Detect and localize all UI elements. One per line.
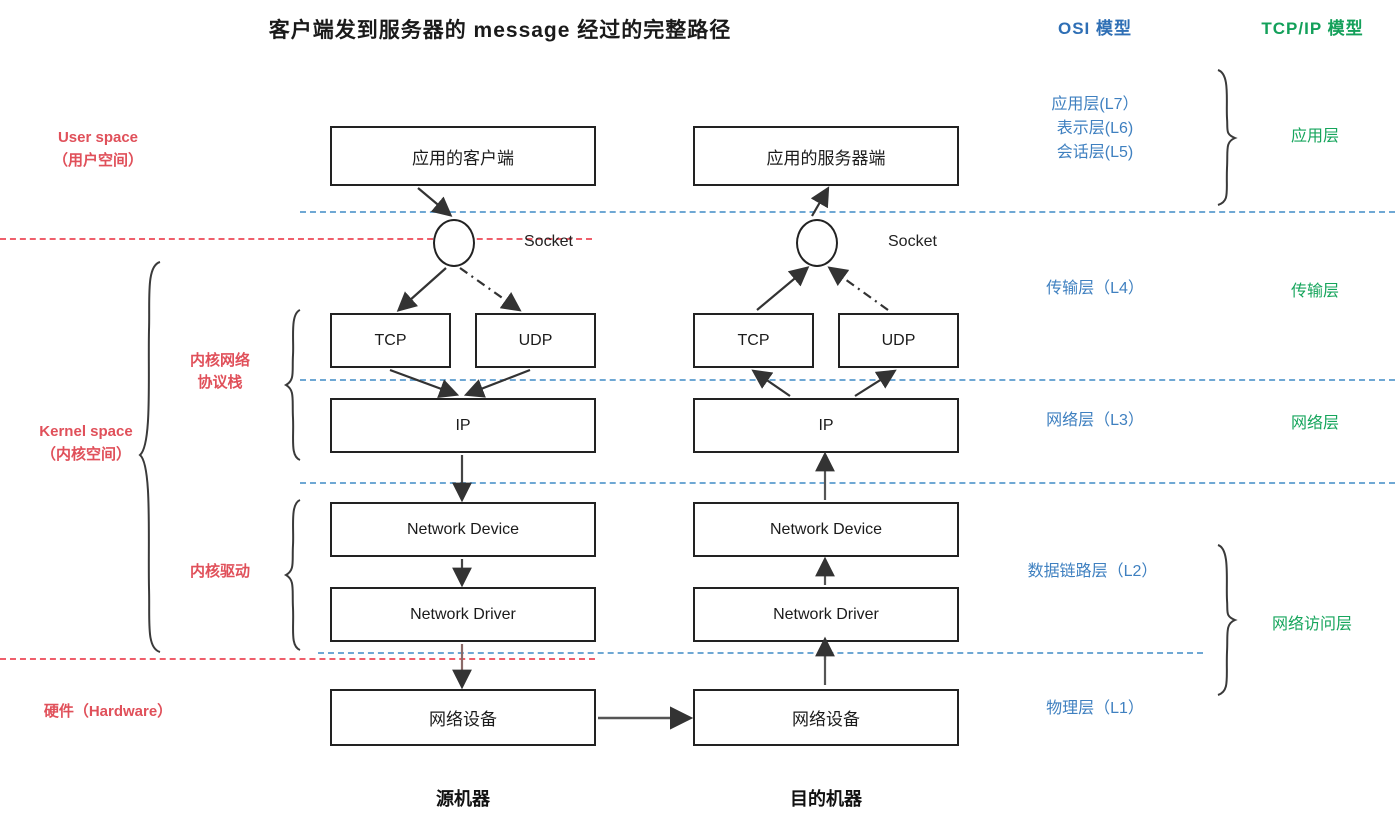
kernel-protocol-stack-line1: 内核网络: [189, 352, 250, 369]
arrow-src-tcp-to-ip: [389, 368, 460, 398]
osi-layer-l4: 传输层（L4）: [1046, 280, 1144, 297]
tcpip-model-header: TCP/IP 模型: [1261, 19, 1364, 38]
source-socket-label: Socket: [524, 233, 573, 250]
separator-network-datalink: [300, 482, 1395, 484]
source-udp-box[interactable]: UDP: [475, 313, 596, 368]
separator-user-kernel-blue: [300, 211, 1395, 213]
separator-user-kernel-red: [0, 238, 592, 240]
dest-network-device-box[interactable]: Network Device: [693, 502, 959, 557]
tcpip-layer-transport: 传输层: [1290, 283, 1339, 300]
tcpip-layer-internet: 网络层: [1290, 415, 1339, 432]
dest-tcp-box[interactable]: TCP: [693, 313, 814, 368]
dest-machine-caption: 目的机器: [790, 789, 862, 809]
user-space-label-en: User space: [57, 129, 139, 146]
source-hardware-device-box[interactable]: 网络设备: [330, 689, 596, 746]
arrow-src-socket-to-tcp: [396, 267, 447, 312]
dest-network-driver-box[interactable]: Network Driver: [693, 587, 959, 642]
page-title: 客户端发到服务器的 message 经过的完整路径: [268, 19, 732, 42]
source-ip-box[interactable]: IP: [330, 398, 596, 453]
separator-datalink-physical: [318, 652, 1203, 654]
tcpip-layer-application: 应用层: [1290, 128, 1339, 145]
dest-hardware-device-box[interactable]: 网络设备: [693, 689, 959, 746]
osi-layer-l2: 数据链路层（L2）: [1027, 563, 1158, 580]
arrow-src-socket-to-udp: [459, 267, 522, 312]
kernel-space-label: Kernel space （内核空间）: [6, 420, 166, 467]
source-tcp-box[interactable]: TCP: [330, 313, 451, 368]
brace-tcpip-application: [1217, 69, 1238, 206]
kernel-space-label-en: Kernel space: [39, 423, 133, 440]
tcpip-layer-network-access: 网络访问层: [1271, 616, 1352, 633]
source-network-device-box[interactable]: Network Device: [330, 502, 596, 557]
osi-layer-l1: 物理层（L1）: [1046, 700, 1144, 717]
user-space-label-cn: （用户空间）: [52, 152, 143, 170]
source-socket-circle[interactable]: [433, 219, 475, 267]
kernel-protocol-stack-line2: 协议栈: [197, 373, 243, 391]
source-machine-caption: 源机器: [436, 789, 490, 809]
source-network-driver-box[interactable]: Network Driver: [330, 587, 596, 642]
arrow-dest-tcp-to-socket: [756, 266, 810, 311]
osi-layer-l5: 会话层(L5): [1056, 144, 1134, 161]
dest-udp-box[interactable]: UDP: [838, 313, 959, 368]
dest-ip-box[interactable]: IP: [693, 398, 959, 453]
kernel-space-label-cn: （内核空间）: [40, 446, 131, 464]
osi-layer-l7: 应用层(L7）: [1051, 96, 1139, 113]
kernel-driver-label: 内核驱动: [189, 563, 250, 580]
hardware-label: 硬件（Hardware）: [43, 703, 173, 720]
dest-socket-label: Socket: [888, 233, 937, 250]
kernel-protocol-stack-label: 内核网络 协议栈: [145, 350, 295, 394]
arrow-dest-ip-to-tcp: [751, 369, 791, 397]
osi-layer-l3: 网络层（L3）: [1046, 412, 1144, 429]
dest-socket-circle[interactable]: [796, 219, 838, 267]
arrow-dest-udp-to-socket: [827, 266, 889, 311]
source-app-client-box[interactable]: 应用的客户端: [330, 126, 596, 186]
arrow-src-udp-to-ip: [463, 368, 531, 398]
arrow-dest-ip-to-udp: [854, 369, 897, 397]
osi-layer-application-group: 应用层(L7） 表示层(L6) 会话层(L5): [1000, 93, 1190, 165]
separator-transport-network: [300, 379, 1395, 381]
separator-kernel-hardware-red: [0, 658, 595, 660]
osi-model-header: OSI 模型: [1057, 19, 1132, 38]
user-space-label: User space （用户空间）: [18, 126, 178, 173]
dest-app-server-box[interactable]: 应用的服务器端: [693, 126, 959, 186]
osi-layer-l6: 表示层(L6): [1056, 120, 1134, 137]
